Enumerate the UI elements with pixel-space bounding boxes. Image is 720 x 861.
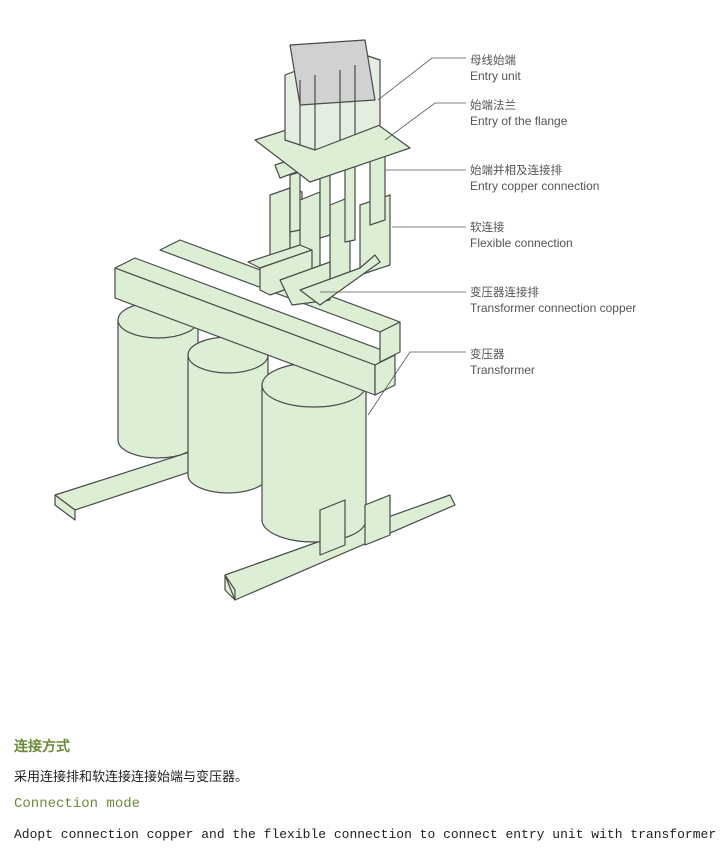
leader-lines <box>320 57 466 416</box>
label-entry-flange: 始端法兰 Entry of the flange <box>470 97 567 129</box>
section-title-en: Connection mode <box>14 796 141 812</box>
label-en: Entry copper connection <box>470 179 600 193</box>
label-en: Transformer <box>470 363 535 377</box>
section-desc-en: Adopt connection copper and the flexible… <box>14 827 717 842</box>
label-en: Transformer connection copper <box>470 301 637 315</box>
label-en: Entry of the flange <box>470 114 568 128</box>
label-transformer-copper: 变压器连接排 Transformer connection copper <box>470 284 636 316</box>
label-zh: 软连接 <box>470 220 505 234</box>
label-zh: 母线始端 <box>470 53 516 67</box>
label-transformer: 变压器 Transformer <box>470 346 535 378</box>
label-en: Flexible connection <box>470 236 573 250</box>
section-desc-zh: 采用连接排和软连接连接始端与变压器。 <box>14 770 249 785</box>
transformer-yokes <box>114 239 401 396</box>
flexible-connection <box>247 187 391 306</box>
busbar-transformer-diagram <box>54 39 466 601</box>
label-zh: 始端并相及连接排 <box>470 163 562 177</box>
label-entry-unit: 母线始端 Entry unit <box>470 52 521 84</box>
label-zh: 变压器连接排 <box>470 285 539 299</box>
label-flexible-connection: 软连接 Flexible connection <box>470 219 573 251</box>
label-zh: 变压器 <box>470 347 505 361</box>
section-title-zh: 连接方式 <box>14 739 70 755</box>
entry-unit <box>284 39 381 151</box>
label-zh: 始端法兰 <box>470 98 516 112</box>
label-entry-copper: 始端并相及连接排 Entry copper connection <box>470 162 599 194</box>
label-en: Entry unit <box>470 69 521 83</box>
